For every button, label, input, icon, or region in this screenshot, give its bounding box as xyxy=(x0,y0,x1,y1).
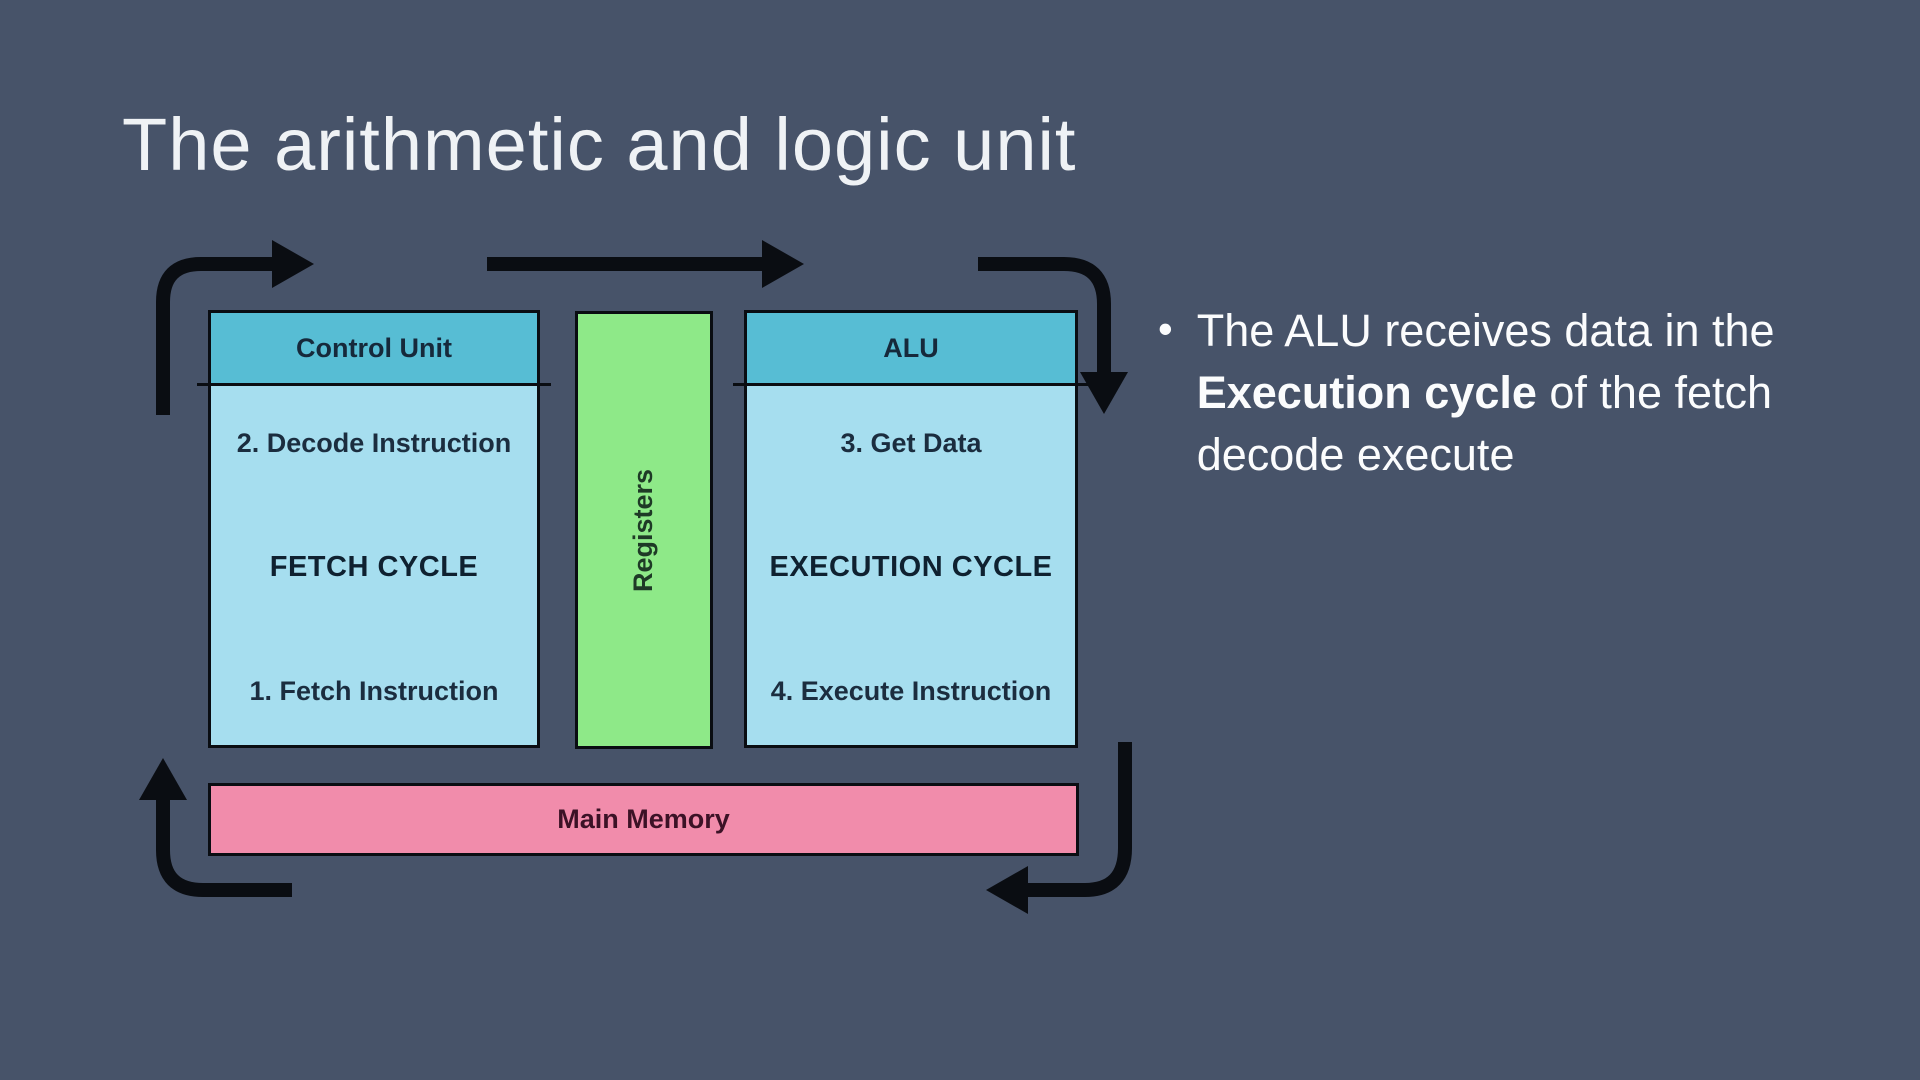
step-decode-instruction: 2. Decode Instruction xyxy=(236,428,512,458)
control-unit-box: Control Unit 2. Decode Instruction FETCH… xyxy=(197,310,551,748)
fetch-cycle-label: FETCH CYCLE xyxy=(269,551,479,583)
control-unit-label: Control Unit xyxy=(296,332,452,363)
main-memory-label: Main Memory xyxy=(557,804,730,834)
alu-label: ALU xyxy=(883,332,939,363)
slide-title: The arithmetic and logic unit xyxy=(122,103,1077,186)
alu-box: ALU 3. Get Data EXECUTION CYCLE 4. Execu… xyxy=(733,310,1089,748)
control-unit-header: Control Unit xyxy=(197,313,551,386)
bullet-text: The ALU receives data in the Execution c… xyxy=(1197,300,1842,486)
control-unit-body: 2. Decode Instruction FETCH CYCLE 1. Fet… xyxy=(211,386,537,745)
bullet-segment-bold: Execution cycle xyxy=(1196,367,1537,419)
bullet-item: • The ALU receives data in the Execution… xyxy=(1158,300,1878,486)
registers-label: Registers xyxy=(628,468,659,592)
registers-box: Registers xyxy=(575,311,713,749)
execution-cycle-label: EXECUTION CYCLE xyxy=(769,551,1053,583)
main-memory-box: Main Memory xyxy=(208,783,1079,856)
bullet-marker: • xyxy=(1158,305,1173,352)
arrow-right-top-middle xyxy=(487,240,804,288)
alu-body: 3. Get Data EXECUTION CYCLE 4. Execute I… xyxy=(747,386,1075,745)
step-fetch-instruction: 1. Fetch Instruction xyxy=(249,676,499,706)
step-execute-instruction: 4. Execute Instruction xyxy=(770,676,1052,706)
bullet-segment-2: of the fetch decode execute xyxy=(1196,367,1773,481)
step-get-data: 3. Get Data xyxy=(840,428,982,458)
alu-header: ALU xyxy=(733,313,1089,386)
bullet-segment-1: The ALU receives data in the xyxy=(1196,305,1775,356)
